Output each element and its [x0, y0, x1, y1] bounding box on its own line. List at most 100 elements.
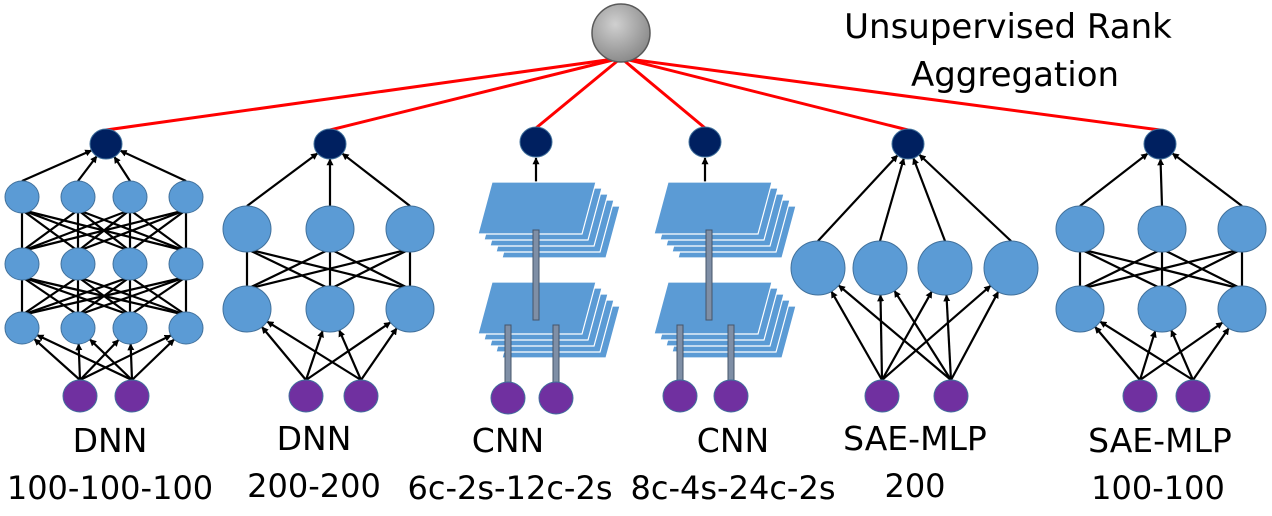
- connection-line: [77, 208, 187, 253]
- connection-arrow: [341, 152, 411, 207]
- connection-line: [129, 209, 187, 252]
- hidden-node: [305, 205, 355, 253]
- hidden-node: [305, 285, 355, 333]
- connection-arrow: [817, 154, 899, 242]
- hidden-node: [385, 285, 435, 333]
- connection-arrow: [912, 157, 947, 242]
- connection-line: [21, 276, 79, 316]
- connection-arrow: [878, 157, 906, 242]
- connection-line: [129, 276, 187, 316]
- input-node: [713, 379, 749, 413]
- hidden-node: [852, 240, 908, 296]
- network-type-label: CNN: [472, 421, 544, 460]
- input-node: [490, 381, 526, 415]
- feature-map: [653, 281, 773, 335]
- connection-arrow: [881, 290, 933, 381]
- output-node: [519, 126, 553, 158]
- network-config-label: 200-200: [247, 467, 381, 505]
- connection-arrow: [1171, 152, 1243, 207]
- hidden-node: [4, 180, 40, 214]
- output-node: [688, 126, 722, 158]
- connection-arrow: [266, 320, 362, 381]
- hidden-node: [1217, 285, 1267, 333]
- connection-line: [1079, 247, 1243, 291]
- connection-line: [21, 208, 131, 253]
- connection-arrow: [1170, 329, 1195, 381]
- network-config-label: 6c-2s-12c-2s: [408, 469, 613, 507]
- hidden-node: [60, 180, 96, 214]
- title-line-2: Aggregation: [911, 55, 1119, 95]
- network-type-label: SAE-MLP: [843, 419, 987, 458]
- aggregation-link: [620, 56, 706, 130]
- connection-line: [246, 248, 331, 290]
- hidden-node: [1217, 205, 1267, 253]
- feature-map: [477, 181, 597, 235]
- network-nodes: [4, 3, 1267, 415]
- aggregation-link: [620, 56, 909, 132]
- input-node: [1175, 379, 1211, 413]
- hidden-node: [222, 205, 272, 253]
- hidden-node: [168, 311, 204, 345]
- connection-arrow: [127, 343, 135, 381]
- connection-arrow: [837, 284, 952, 381]
- connection-arrow: [89, 338, 133, 381]
- aggregation-links: [105, 56, 1161, 132]
- network-type-label: SAE-MLP: [1088, 421, 1232, 460]
- connection-line: [329, 248, 411, 290]
- connection-arrow: [261, 326, 307, 381]
- connection-arrow: [77, 155, 98, 182]
- hidden-node: [1137, 205, 1187, 253]
- connection-line: [21, 275, 131, 317]
- connection-arrow: [1192, 327, 1230, 381]
- connection-arrow: [918, 153, 1012, 242]
- connection-arrow: [338, 329, 363, 381]
- connection-arrow: [943, 294, 953, 381]
- connection-arrow: [33, 338, 81, 381]
- connection-line: [21, 209, 79, 252]
- feature-map: [653, 181, 773, 235]
- connection-arrow: [893, 290, 952, 381]
- connection-line: [1161, 248, 1243, 290]
- pooling-connector: [676, 324, 684, 386]
- connection-line: [1079, 248, 1163, 290]
- connection-arrow: [36, 334, 133, 381]
- connection-arrow: [113, 156, 131, 182]
- aggregation-link: [535, 56, 622, 130]
- hidden-node: [1137, 285, 1187, 333]
- network-type-label: DNN: [277, 419, 352, 458]
- connection-line: [21, 275, 187, 317]
- connection-arrow: [79, 334, 172, 381]
- output-node: [89, 128, 123, 160]
- pooling-connector: [552, 324, 560, 386]
- network-config-label: 200: [884, 467, 945, 505]
- network-config-label: 100-100-100: [7, 469, 213, 507]
- connection-arrow: [1157, 158, 1165, 207]
- input-node: [933, 379, 969, 413]
- hidden-node: [4, 247, 40, 281]
- hidden-node: [917, 240, 973, 296]
- aggregation-link: [620, 56, 1161, 132]
- hidden-node: [112, 247, 148, 281]
- connection-arrow: [1079, 152, 1149, 207]
- network-config-label: 8c-4s-24c-2s: [631, 469, 836, 507]
- connection-arrow: [79, 339, 120, 381]
- connection-arrow: [304, 330, 324, 381]
- captions: Unsupervised Rank Aggregation DNN 100-10…: [7, 7, 1232, 507]
- hidden-node: [790, 240, 846, 296]
- hidden-node: [4, 311, 40, 345]
- connection-arrow: [131, 338, 175, 381]
- hidden-node: [385, 205, 435, 253]
- connection-arrow: [21, 149, 93, 183]
- hidden-node: [1055, 285, 1105, 333]
- connection-arrow: [1099, 320, 1194, 381]
- connection-arrow: [950, 291, 1000, 381]
- aggregation-link: [329, 56, 622, 132]
- connection-line: [21, 208, 187, 253]
- hidden-node: [1055, 205, 1105, 253]
- input-node: [1122, 379, 1158, 413]
- hidden-node: [60, 311, 96, 345]
- connection-arrow: [246, 152, 319, 207]
- title-line-1: Unsupervised Rank: [844, 7, 1172, 47]
- input-node: [662, 379, 698, 413]
- rank-aggregator-node: [591, 3, 651, 63]
